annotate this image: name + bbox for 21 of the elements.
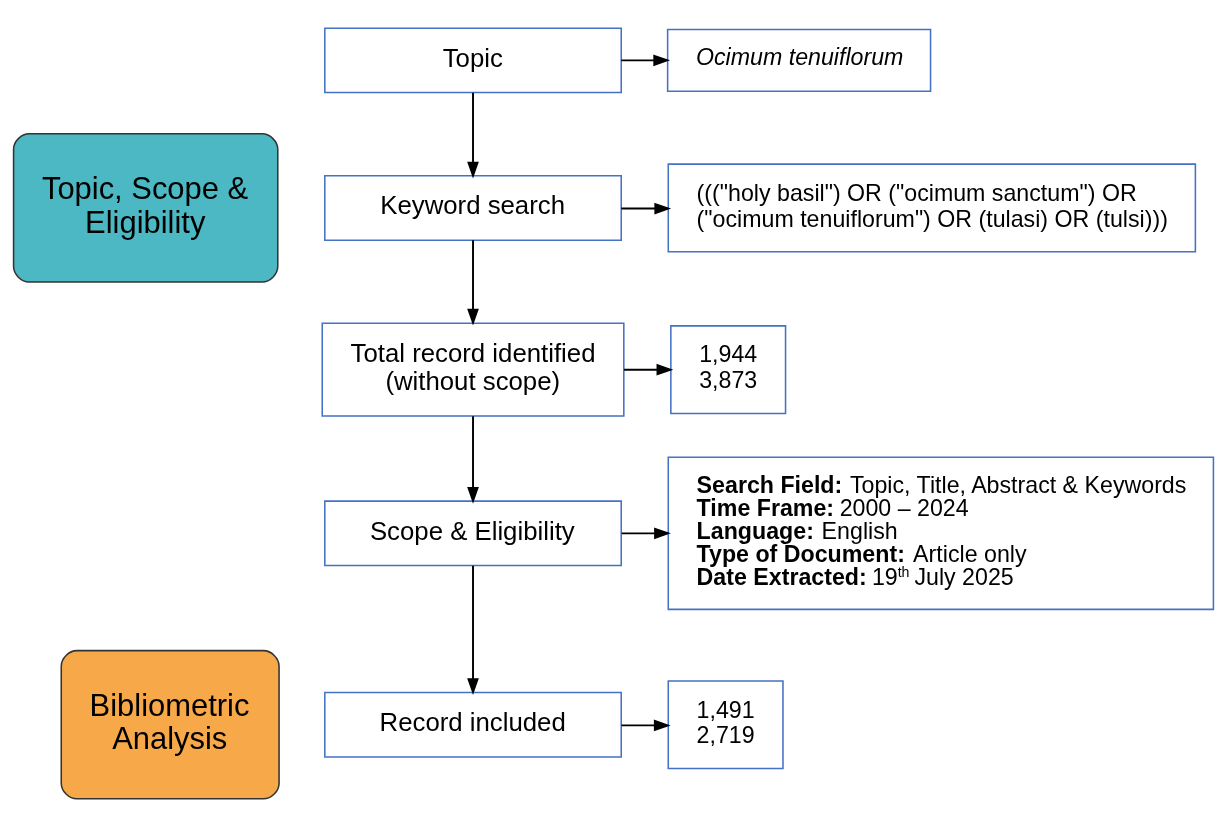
node-box: Scope & Eligibility (324, 500, 622, 567)
node-box: ((("holy basil") OR ("ocimum sanctum") OR ("ocimum tenuiflorum") OR (tulasi) OR (tulsi))) (667, 163, 1197, 253)
arrow (620, 527, 671, 540)
node-box: Search Field: Topic, Title, Abstract & Keywords Time Frame: 2000 – 2024 Language: English Type of Document: Article only Date Extracted: 19$^{th}$ July 2025 (667, 456, 1215, 611)
node-box: Ocimum tenuiflorum (666, 28, 932, 93)
node-box: Topic (324, 27, 622, 94)
arrow (623, 363, 674, 376)
node-box: Keyword search (324, 174, 622, 241)
node-box: Topic, Scope & Eligibility (12, 133, 279, 283)
node-box: 1,944 3,873 (670, 325, 787, 415)
arrow (467, 91, 479, 179)
arrow (620, 202, 672, 215)
arrow (467, 564, 479, 696)
arrow (467, 239, 479, 326)
node-box: Total record identified (without scope) (321, 322, 625, 417)
arrow (467, 415, 479, 504)
arrow (620, 54, 671, 67)
node-box: Record included (324, 691, 622, 758)
arrow (620, 719, 671, 732)
node-box: 1,491 2,719 (667, 680, 784, 770)
node-box: Bibliometric Analysis (60, 649, 280, 800)
